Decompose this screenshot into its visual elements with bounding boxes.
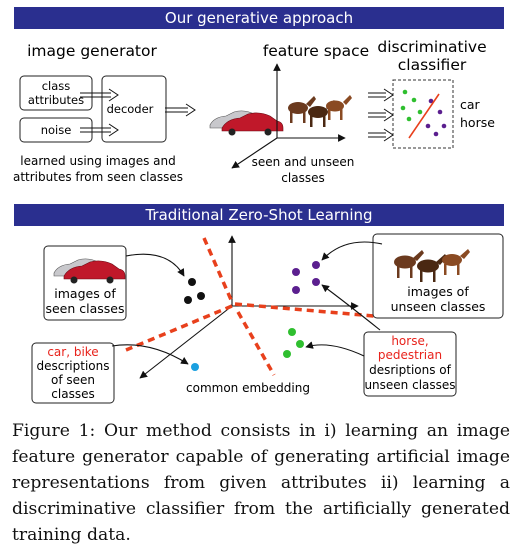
decoder-box [101, 75, 167, 143]
label-car: car [460, 97, 481, 112]
arrow-seen-desc-to-point [111, 344, 189, 365]
arrow-to-classifier-2 [368, 108, 394, 122]
arrow-attributes-to-decoder [80, 88, 119, 102]
arrow-seen-images-to-points [125, 253, 185, 277]
embedding-points [184, 261, 320, 371]
feature-space-axes [231, 63, 346, 169]
car-image-bottom [53, 258, 126, 284]
unseen-desc-line2: unseen classes [364, 378, 455, 392]
noise-label: noise [41, 123, 72, 137]
seen-desc-line3: classes [51, 387, 94, 401]
car-image-top [209, 110, 284, 136]
class-attributes-line2: attributes [28, 93, 84, 107]
seen-images-line1: images of [54, 286, 116, 301]
boundary-4 [236, 311, 276, 376]
learned-note-line1: learned using images and [20, 154, 175, 168]
feature-space-title: feature space [263, 42, 369, 60]
diagram-canvas: image generator class attributes noise d… [13, 38, 504, 404]
discriminative-title-line1: discriminative [377, 38, 486, 56]
seen-desc-line1: descriptions [37, 359, 110, 373]
unseen-descriptions-box [363, 331, 457, 397]
dashed-boundaries [125, 237, 375, 376]
arrow-decoder-out [165, 103, 196, 117]
unseen-images-line2: unseen classes [391, 299, 486, 314]
decoder-label: decoder [107, 102, 154, 116]
seen-unseen-line1: seen and unseen [252, 155, 355, 169]
arrow-to-classifier-1 [368, 88, 394, 102]
class-attributes-line1: class [42, 79, 71, 93]
noise-box [19, 117, 93, 143]
seen-desc-line2: of seen [51, 373, 95, 387]
boundary-3 [125, 304, 233, 352]
seen-images-line2: seen classes [45, 301, 124, 316]
arrow-unseen-desc-to-points [305, 341, 365, 357]
boundary-1 [202, 237, 234, 303]
unseen-images-line1: images of [407, 284, 469, 299]
unseen-class-names-line1: horse, [391, 334, 428, 348]
arrow-unseen-images-to-points [321, 241, 383, 261]
zsl-banner: Traditional Zero-Shot Learning [14, 204, 504, 226]
unseen-class-names-line2: pedestrian [378, 348, 442, 362]
seen-class-names: car, bike [47, 345, 98, 359]
unseen-desc-line1: desriptions of [369, 363, 452, 377]
arrow-unseen-desc-to-purple [321, 284, 381, 331]
curved-arrows [111, 241, 383, 365]
zsl-axis-z [139, 305, 233, 379]
image-generator-title: image generator [27, 42, 157, 60]
horses-image-bottom [394, 249, 470, 282]
classifier-box [392, 79, 454, 149]
unseen-images-box [372, 233, 504, 319]
axis-z [231, 137, 278, 169]
classifier-points [400, 89, 447, 139]
discriminative-title-line2: classifier [398, 56, 467, 74]
arrow-noise-to-decoder [80, 123, 119, 137]
seen-descriptions-box [31, 342, 115, 404]
label-horse: horse [460, 115, 495, 130]
generative-banner: Our generative approach [14, 7, 504, 29]
horses-image-top [288, 95, 352, 127]
decision-boundary [408, 93, 440, 139]
common-embedding-label: common embedding [186, 381, 310, 395]
seen-unseen-line2: classes [281, 171, 324, 185]
arrow-to-classifier-3 [368, 128, 394, 142]
learned-note-line2: attributes from seen classes [13, 170, 183, 184]
figure-caption: Figure 1: Our method consists in i) lear… [12, 421, 510, 545]
